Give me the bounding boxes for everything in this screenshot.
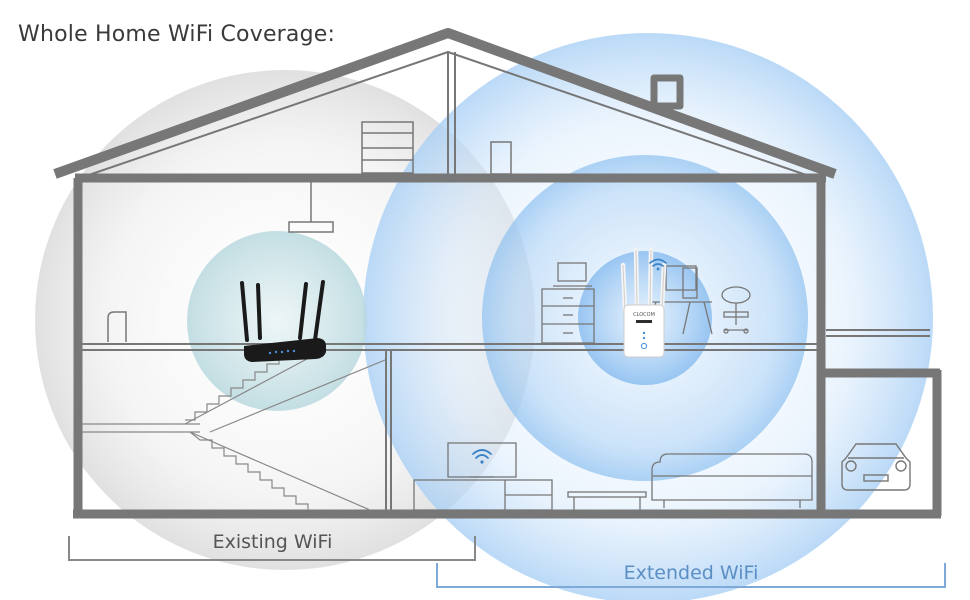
- ceiling-lamp: [288, 182, 334, 233]
- existing-wifi-label: Existing WiFi: [212, 531, 333, 553]
- extended-wifi-bracket: [436, 563, 946, 588]
- coffee-table: [567, 491, 647, 510]
- router-icon: [240, 280, 326, 362]
- house-outline: [53, 28, 942, 519]
- router-wifi-zone: [187, 231, 367, 411]
- page-title: Whole Home WiFi Coverage:: [18, 22, 336, 47]
- extended-wifi-label: Extended WiFi: [623, 562, 759, 584]
- car-icon: [841, 443, 911, 491]
- existing-wifi-bracket: [68, 536, 476, 561]
- wall-shelf: [107, 311, 127, 342]
- attic-items: [361, 121, 512, 175]
- tv-with-wifi: [413, 442, 553, 511]
- extender-brand-text: CLOCOM: [633, 312, 655, 318]
- office-chair: [721, 286, 751, 334]
- office-cabinet: [541, 262, 595, 344]
- sofa: [651, 453, 813, 508]
- extender-wifi-icon: [649, 258, 667, 271]
- staircase: [82, 350, 386, 511]
- extender-icon: CLOCOM: [620, 247, 667, 358]
- wifi-icon: [472, 449, 492, 464]
